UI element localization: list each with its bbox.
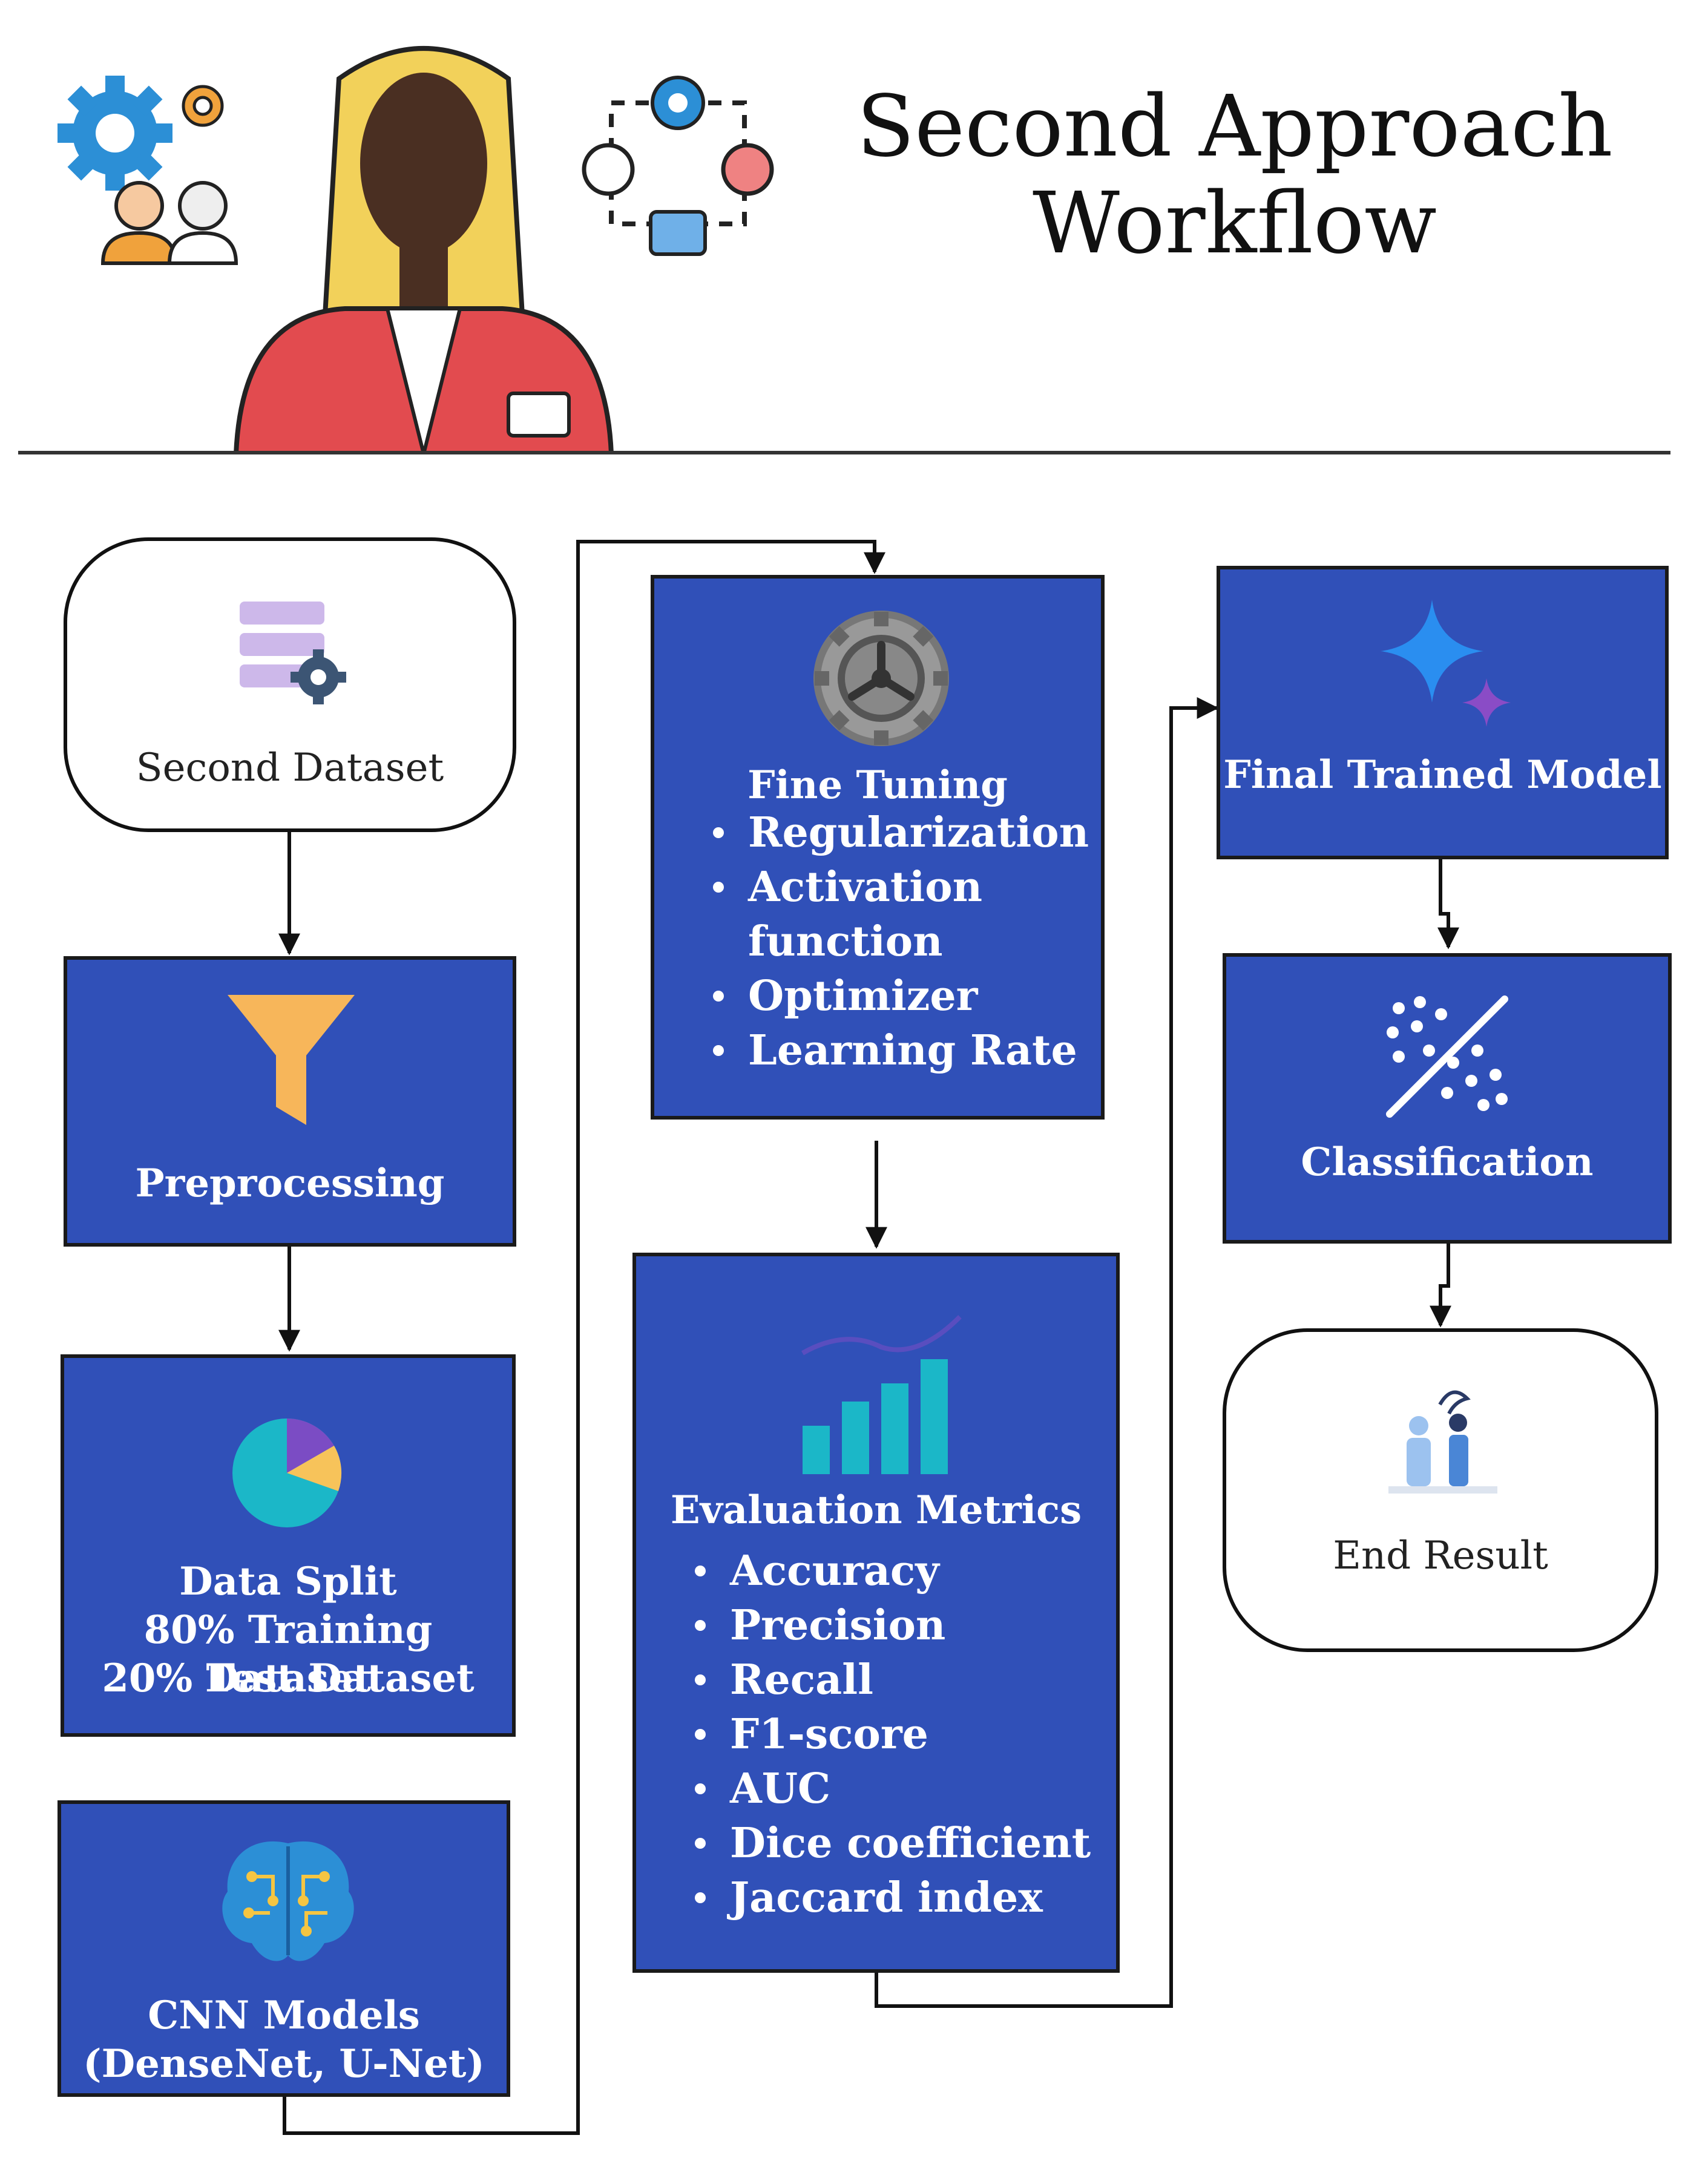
people-presentation-icon — [1388, 1390, 1497, 1494]
presenter-avatar — [233, 46, 614, 454]
evaluation-item: Recall — [688, 1653, 1091, 1707]
classification-label: Classification — [1301, 1140, 1594, 1185]
fine-tuning-item: Learning Rate — [706, 1023, 1089, 1078]
connector-finalmodel-classification — [1437, 859, 1459, 949]
fine-tuning-item: function — [748, 917, 943, 966]
evaluation-item: Accuracy — [688, 1544, 1091, 1598]
node-fine-tuning: Fine Tuning Regularization Activation fu… — [651, 575, 1105, 1120]
evaluation-list: Accuracy Precision Recall F1-score AUC D… — [688, 1544, 1091, 1925]
node-evaluation-metrics: Evaluation Metrics Accuracy Precision Re… — [632, 1253, 1120, 1973]
gear-icon — [813, 611, 949, 746]
preprocessing-label: Preprocessing — [135, 1161, 445, 1206]
brain-circuit-icon — [222, 1841, 354, 1961]
funnel-icon — [228, 995, 355, 1125]
final-model-label: Final Trained Model — [1223, 752, 1662, 798]
cnn-models-subtitle: (DenseNet, U-Net) — [83, 2041, 485, 2087]
database-gear-icon — [240, 602, 346, 704]
evaluation-item: AUC — [688, 1762, 1091, 1816]
node-second-dataset: Second Dataset — [64, 537, 516, 832]
cnn-models-title: CNN Models — [148, 1993, 420, 2038]
node-preprocessing: Preprocessing — [64, 956, 516, 1247]
gears-team-icon — [57, 76, 238, 265]
evaluation-item: F1-score — [688, 1707, 1091, 1762]
page-title-line-2: Workflow — [1033, 174, 1437, 273]
node-cnn-models: CNN Models (DenseNet, U-Net) — [57, 1800, 510, 2097]
connector-evaluation-finalmodel — [875, 697, 1219, 2008]
evaluation-title: Evaluation Metrics — [670, 1487, 1082, 1533]
evaluation-item: Precision — [688, 1598, 1091, 1653]
scatter-divide-icon — [1386, 995, 1508, 1118]
sparkle-icon — [1381, 600, 1511, 727]
node-final-trained-model: Final Trained Model — [1217, 566, 1669, 859]
workflow-cycle-icon — [582, 76, 774, 256]
pie-chart-icon — [232, 1418, 342, 1527]
node-data-split: Data Split 80% Training Dataset 20% Test… — [61, 1354, 516, 1737]
fine-tuning-item: Activation — [706, 860, 1089, 914]
fine-tuning-title: Fine Tuning — [747, 762, 1008, 808]
evaluation-item: Jaccard index — [688, 1871, 1091, 1925]
data-split-title: Data Split — [179, 1559, 397, 1604]
fine-tuning-list: Regularization Activation function Optim… — [706, 805, 1089, 1078]
data-split-test: 20% Test Dataset — [102, 1656, 475, 1701]
connector-classification-endresult — [1430, 1244, 1451, 1328]
node-classification: Classification — [1223, 953, 1672, 1244]
second-dataset-label: Second Dataset — [136, 746, 444, 790]
end-result-label: End Result — [1333, 1533, 1548, 1578]
connector-cnn-finetuning — [283, 540, 885, 2135]
evaluation-item: Dice coefficient — [688, 1816, 1091, 1871]
node-end-result: End Result — [1223, 1328, 1658, 1652]
page-title-line-1: Second Approach — [856, 77, 1613, 176]
data-split-training: 80% Training Dataset — [143, 1607, 433, 1701]
fine-tuning-item: Optimizer — [706, 969, 1089, 1023]
bar-chart-icon — [801, 1315, 962, 1474]
header-divider — [18, 451, 1670, 454]
fine-tuning-item: Regularization — [706, 805, 1089, 860]
